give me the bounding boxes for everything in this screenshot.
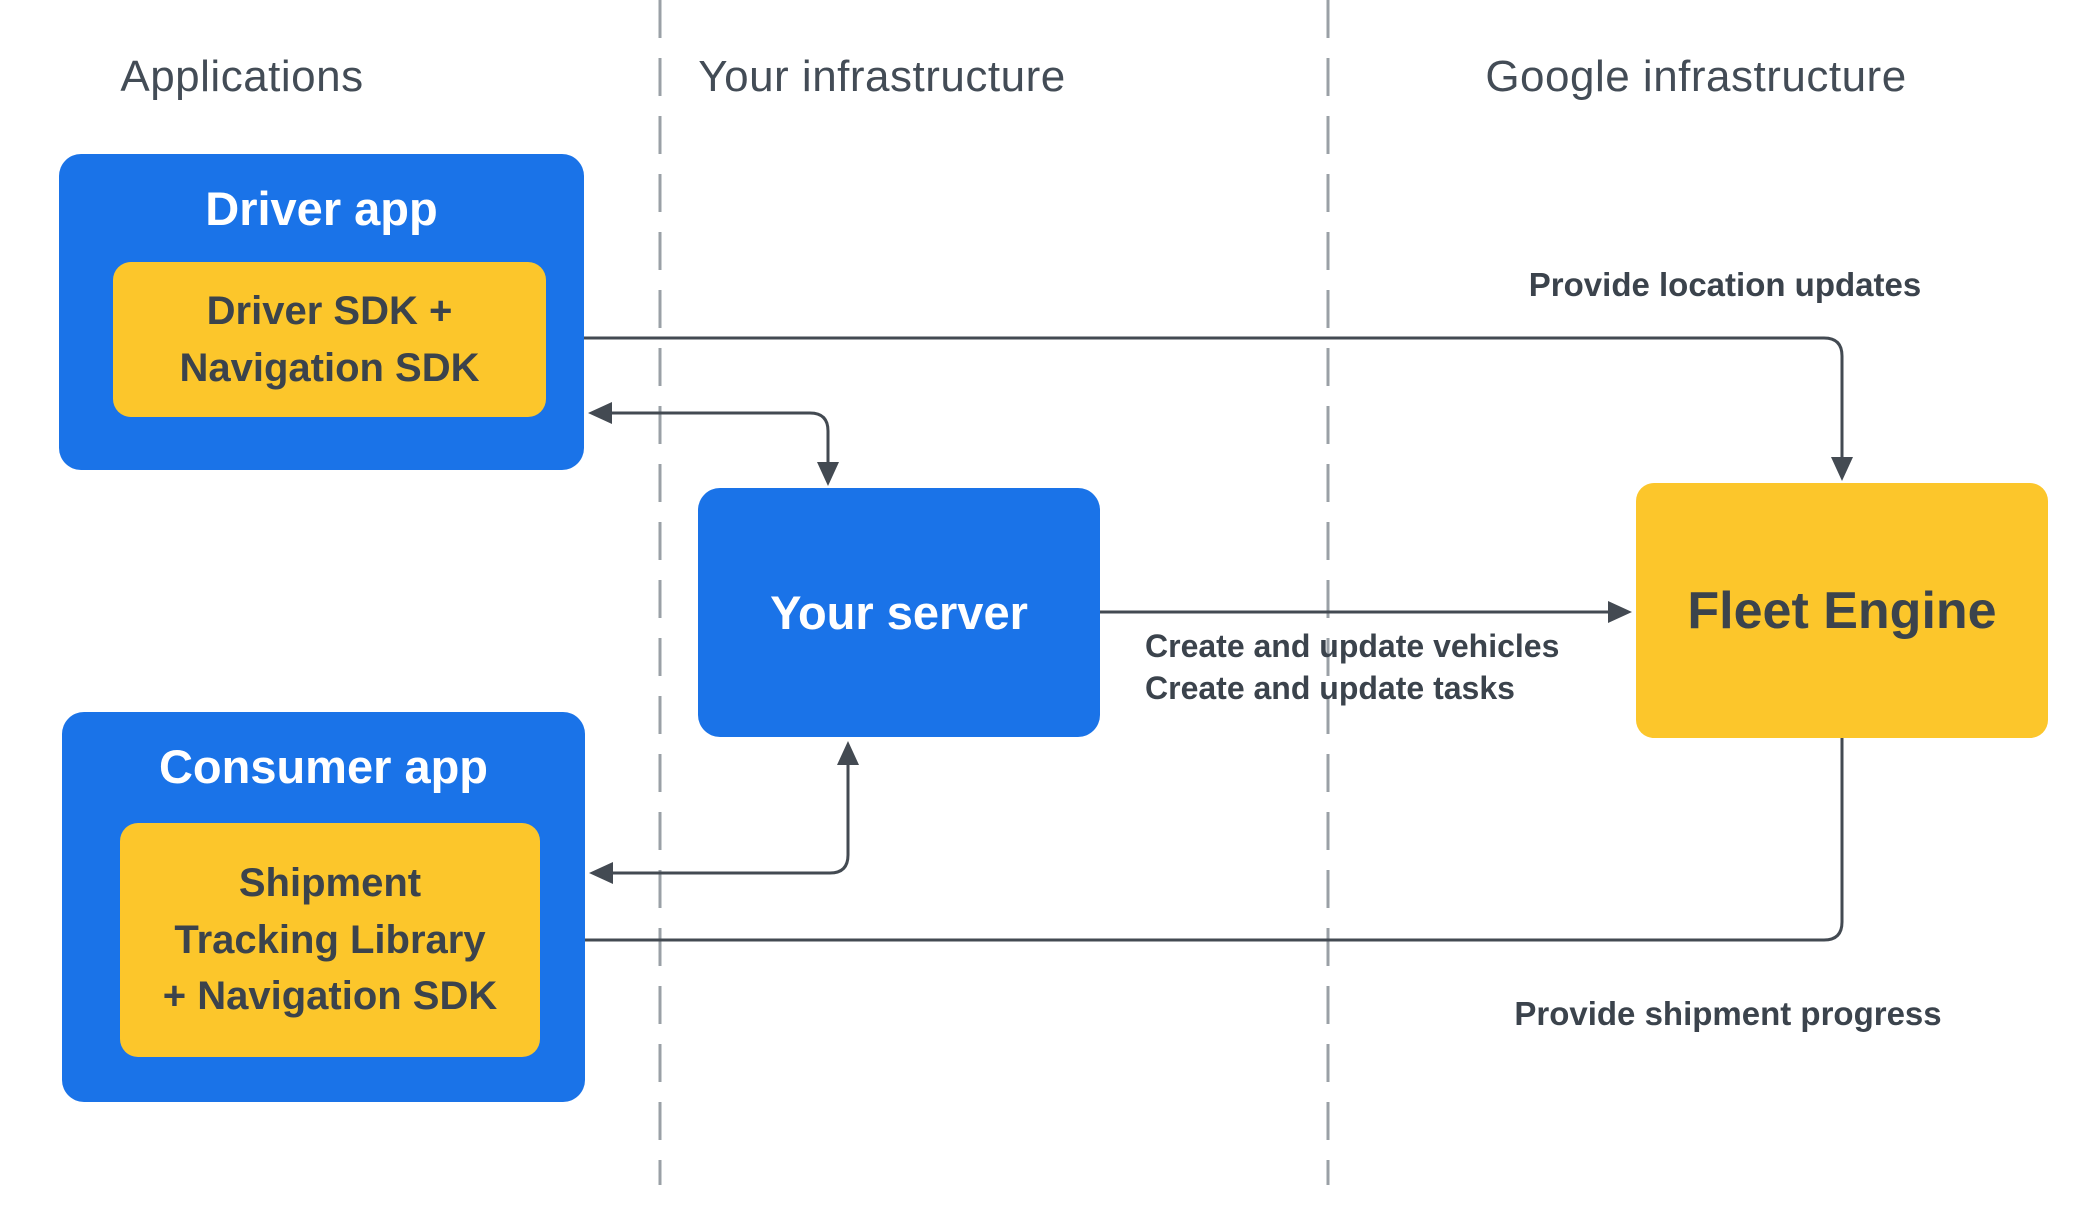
edge-label-location-updates: Provide location updates xyxy=(1528,266,1922,303)
consumer-app-title: Consumer app xyxy=(158,740,489,793)
node-driver-sdk: Driver SDK + Navigation SDK xyxy=(113,262,546,417)
node-consumer-app: Consumer app Shipment Tracking Library +… xyxy=(62,712,585,1102)
edge-label-create-update-line2: Create and update tasks xyxy=(1145,670,1515,706)
your-server-title: Your server xyxy=(770,586,1028,639)
column-header-google-infrastructure: Google infrastructure xyxy=(1485,52,1907,101)
fleet-engine-title: Fleet Engine xyxy=(1687,581,1997,640)
driver-sdk-label-line2: Navigation SDK xyxy=(179,345,480,390)
edge-label-shipment-progress: Provide shipment progress xyxy=(1514,995,1942,1032)
arrow-consumer-app-your-server xyxy=(589,741,859,884)
driver-sdk-label-line1: Driver SDK + xyxy=(206,288,453,333)
node-your-server: Your server xyxy=(698,488,1100,737)
shipment-library-label-line3: + Navigation SDK xyxy=(162,974,498,1019)
column-header-your-infrastructure: Your infrastructure xyxy=(698,52,1066,101)
arrow-driver-app-your-server xyxy=(588,402,839,486)
arrow-shipment-progress xyxy=(544,738,1844,951)
edge-label-create-update: Create and update vehicles Create and up… xyxy=(1145,625,1559,709)
node-shipment-tracking-library: Shipment Tracking Library + Navigation S… xyxy=(120,823,540,1057)
shipment-library-label-line1: Shipment xyxy=(238,860,422,905)
shipment-library-label-line2: Tracking Library xyxy=(174,917,486,962)
driver-app-title: Driver app xyxy=(205,182,438,235)
edge-label-create-update-line1: Create and update vehicles xyxy=(1145,628,1560,664)
arrow-location-updates xyxy=(549,327,1853,481)
node-fleet-engine: Fleet Engine xyxy=(1636,483,2048,738)
node-driver-app: Driver app Driver SDK + Navigation SDK xyxy=(59,154,584,470)
column-header-applications: Applications xyxy=(120,52,364,101)
